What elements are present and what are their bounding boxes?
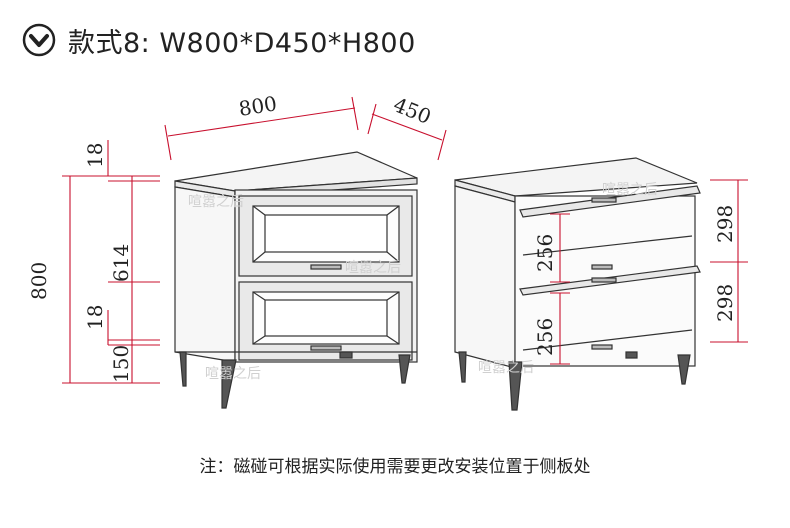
dim-total-height-label: 800 xyxy=(27,262,51,300)
upper-drawer-handle xyxy=(310,264,342,270)
installation-note: 注：磁碰可根据实际使用需要更改安装位置于侧板处 xyxy=(199,457,591,477)
cabinet-open-view xyxy=(454,157,701,411)
watermark-4: 喧嚣之后 xyxy=(602,182,658,198)
dim-flap-upper-label: 298 xyxy=(713,205,737,243)
watermark-2: 喧嚣之后 xyxy=(345,260,401,276)
watermark-3: 喧嚣之后 xyxy=(205,366,261,382)
page-title: 款式8: W800*D450*H800 xyxy=(68,27,416,59)
cabinet-side-left xyxy=(174,186,236,363)
dim-leg-height-label: 150 xyxy=(109,345,133,383)
dim-flap-lower-label: 298 xyxy=(713,284,737,322)
dim-drawer-height-label: 614 xyxy=(109,244,133,282)
cabinet-front-view xyxy=(174,151,418,409)
upper-flap-handle xyxy=(591,197,617,203)
cabinet-legs xyxy=(179,351,411,409)
watermark-5: 喧嚣之后 xyxy=(478,360,534,376)
lower-drawer-handle xyxy=(310,345,342,351)
title-row: 款式8: W800*D450*H800 xyxy=(22,18,416,62)
dim-top-thickness-label: 18 xyxy=(83,143,107,168)
dim-shelf-gap-upper-label: 256 xyxy=(533,234,557,272)
dimension-lines xyxy=(62,96,748,384)
dim-width-label: 800 xyxy=(237,91,278,121)
dim-shelf-gap-lower-label: 256 xyxy=(533,318,557,356)
inner-handle-2 xyxy=(591,344,613,350)
dim-middle-thickness-label: 18 xyxy=(83,305,107,330)
chevron-down-circle-icon xyxy=(22,23,56,57)
inner-handle-1 xyxy=(591,264,613,270)
cabinet-open-legs xyxy=(458,351,691,411)
middle-flap-handle xyxy=(591,277,617,283)
watermark-1: 喧嚣之后 xyxy=(188,194,244,210)
